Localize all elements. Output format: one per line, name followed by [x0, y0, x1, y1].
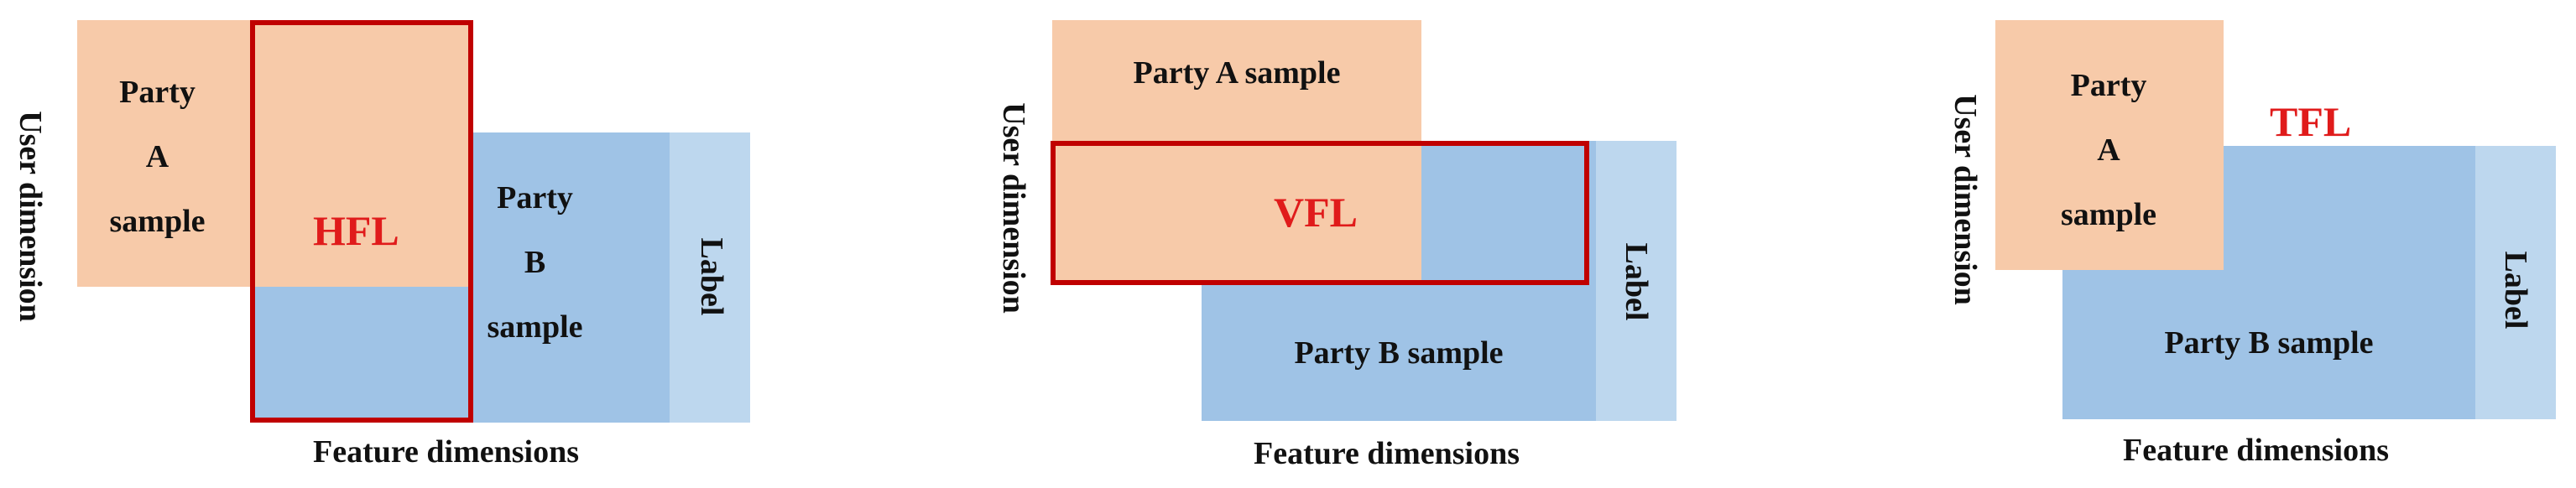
- hfl-label-text: Label: [694, 237, 729, 316]
- hfl-party-a-line-2: A: [145, 139, 169, 174]
- hfl-label-block: [670, 132, 750, 423]
- vfl-label-text: Label: [1619, 242, 1654, 321]
- tfl-method-label: TFL: [2270, 98, 2352, 145]
- tfl-party-a-block: [1995, 20, 2224, 270]
- hfl-party-b-line-1: Party: [497, 180, 573, 215]
- hfl-party-a-line-1: Party: [119, 75, 196, 110]
- vfl-party-b-overlap-block: [1421, 141, 1596, 283]
- vfl-method-label: VFL: [1274, 189, 1358, 236]
- tfl-party-a-text: Party A sample: [2037, 54, 2180, 247]
- vfl-y-axis-label: User dimension: [996, 102, 1031, 314]
- hfl-party-a-line-3: sample: [109, 204, 206, 239]
- vfl-party-a-text: Party A sample: [1133, 55, 1341, 91]
- hfl-y-axis-label: User dimension: [13, 111, 48, 322]
- tfl-y-axis-label: User dimension: [1948, 94, 1983, 305]
- tfl-label-block: [2475, 146, 2556, 419]
- tfl-party-a-line-3: sample: [2061, 197, 2156, 232]
- hfl-party-a-text: Party A sample: [84, 60, 231, 254]
- hfl-x-axis-label: Feature dimensions: [313, 434, 580, 470]
- hfl-party-b-line-3: sample: [487, 309, 583, 345]
- hfl-party-b-block: [472, 132, 670, 423]
- tfl-party-a-line-2: A: [2097, 132, 2120, 168]
- vfl-party-b-block: [1202, 283, 1596, 421]
- hfl-party-a-block: [77, 20, 472, 287]
- vfl-party-a-block: [1052, 20, 1421, 283]
- hfl-highlight-frame: [250, 20, 473, 423]
- hfl-party-b-overlap-block: [253, 287, 472, 423]
- tfl-x-axis-label: Feature dimensions: [2123, 433, 2390, 468]
- tfl-party-a-line-1: Party: [2070, 68, 2147, 103]
- tfl-party-b-text: Party B sample: [2164, 325, 2374, 361]
- vfl-x-axis-label: Feature dimensions: [1254, 436, 1520, 471]
- vfl-highlight-frame: [1051, 141, 1589, 285]
- hfl-party-b-text: Party B sample: [474, 166, 596, 360]
- hfl-party-b-line-2: B: [524, 245, 546, 280]
- vfl-label-block: [1596, 141, 1676, 421]
- tfl-label-text: Label: [2498, 251, 2533, 330]
- vfl-party-b-text: Party B sample: [1294, 335, 1504, 371]
- hfl-method-label: HFL: [313, 207, 399, 254]
